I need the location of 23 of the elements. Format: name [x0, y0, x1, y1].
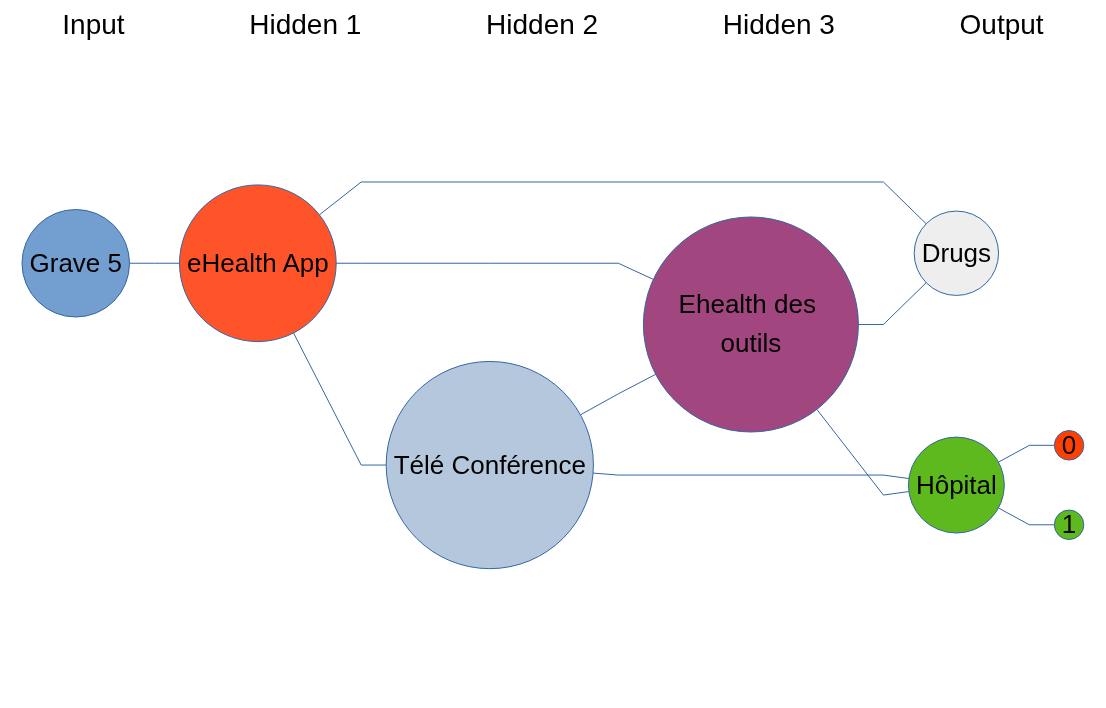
connector: [293, 332, 387, 466]
node-circle: Hôpital: [908, 436, 1005, 534]
connector: [319, 181, 927, 224]
connector: [129, 262, 181, 264]
connector: [816, 408, 910, 496]
connector: [998, 444, 1055, 463]
column-heading: Hidden 3: [722, 9, 835, 41]
node-circle: Grave 5: [21, 208, 131, 318]
column-heading: Hidden 2: [486, 9, 599, 41]
connector: [998, 507, 1055, 525]
node-circle: eHealth App: [179, 184, 337, 342]
column-heading: Output: [959, 9, 1044, 41]
node-circle: 1: [1053, 509, 1085, 540]
connector: [592, 472, 910, 479]
column-heading: Input: [62, 9, 125, 41]
node-circle: Drugs: [913, 210, 1000, 296]
node-circle: 0: [1053, 429, 1085, 461]
node-circle: Télé Conférence: [385, 360, 594, 569]
connector: [335, 262, 654, 280]
column-heading: Hidden 1: [249, 9, 362, 41]
connector: [858, 281, 927, 325]
node-circle: Ehealth des outils: [643, 216, 859, 433]
connector: [580, 373, 657, 415]
